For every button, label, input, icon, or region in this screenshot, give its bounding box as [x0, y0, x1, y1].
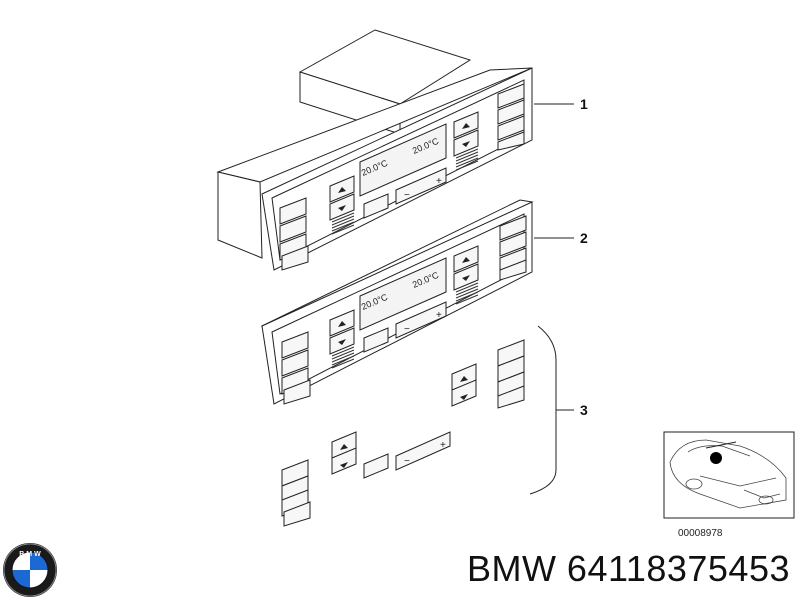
svg-text:+: +: [440, 440, 446, 451]
loose-recirc-button: [363, 453, 389, 479]
inset-reference-number: 00008978: [678, 528, 723, 539]
left-grille: [331, 212, 355, 235]
inset-pointer-line: [705, 441, 737, 449]
loose-fan-bar: [395, 431, 451, 471]
display-window: [359, 123, 447, 197]
bmw-logo-lettering: B M W: [19, 551, 41, 558]
left-temp-buttons: [329, 175, 355, 221]
car-outline-icon: [669, 439, 787, 509]
part-2-front-panel: − +: [260, 199, 534, 405]
location-marker: [710, 452, 722, 464]
housing-side: [217, 171, 263, 259]
fan-bar: [395, 167, 447, 205]
display-window: [359, 257, 447, 331]
callout-3-bracket: [529, 325, 557, 495]
right-temp-buttons: [453, 245, 479, 291]
car-location-inset: [663, 431, 795, 519]
svg-text:+: +: [436, 176, 442, 187]
loose-left-temp-pair: [331, 431, 357, 475]
right-button-stack: [499, 215, 527, 281]
loose-right-temp-pair: [451, 363, 477, 407]
part-1-climate-control-unit: − +: [216, 29, 533, 271]
svg-text:−: −: [404, 324, 410, 335]
right-grille: [455, 148, 479, 171]
fan-bar: [395, 301, 447, 339]
left-button-stack: [279, 197, 309, 271]
part-3-button-set: − +: [281, 339, 525, 527]
right-button-stack: [497, 83, 525, 151]
left-temp-buttons: [329, 309, 355, 355]
right-grille: [455, 282, 479, 305]
part-number-label: BMW 64118375453: [466, 548, 790, 589]
svg-text:−: −: [404, 456, 410, 467]
recirc-button: [363, 193, 389, 219]
loose-left-stack: [281, 459, 311, 527]
callout-2-label: 2: [580, 230, 588, 246]
svg-text:+: +: [436, 310, 442, 321]
right-temp-buttons: [453, 111, 479, 157]
svg-text:−: −: [404, 190, 410, 201]
loose-right-stack: [497, 339, 525, 409]
bmw-logo-icon: [3, 543, 57, 597]
recirc-button: [363, 327, 389, 353]
callout-3-label: 3: [580, 402, 588, 418]
left-button-stack: [281, 331, 311, 405]
inset-frame: [663, 431, 795, 519]
left-grille: [331, 346, 355, 369]
callout-1-label: 1: [580, 96, 588, 112]
